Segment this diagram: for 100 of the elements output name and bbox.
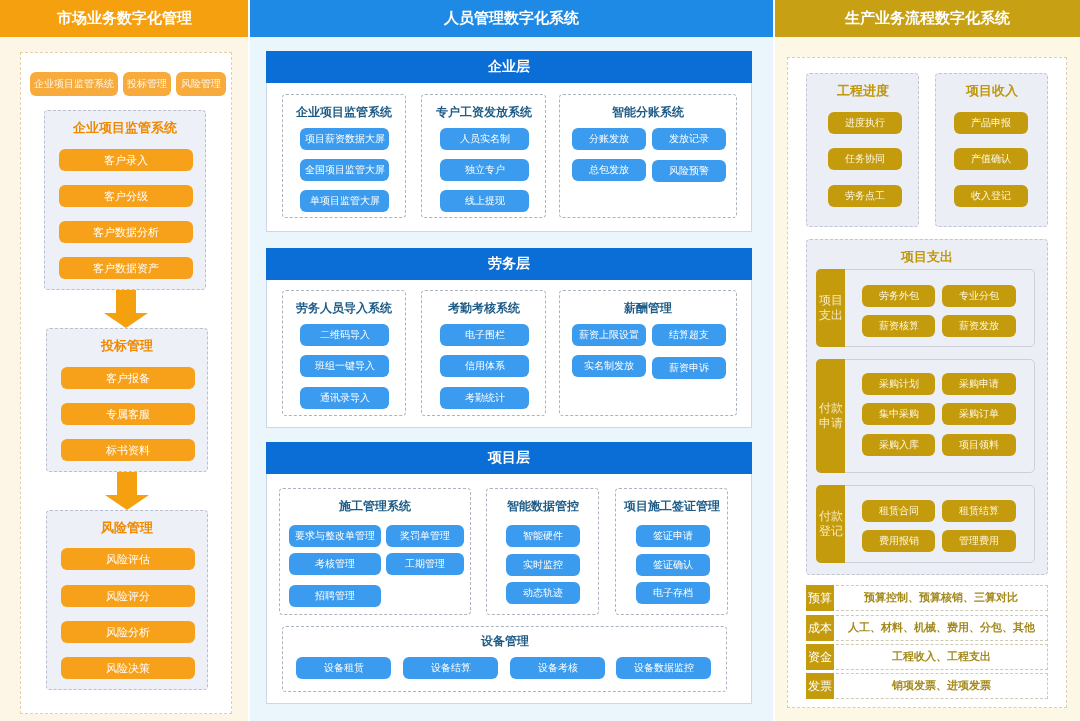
summary-row bbox=[806, 615, 1048, 641]
feature-tag: 通讯录导入 bbox=[300, 387, 389, 409]
feature-tag: 采购订单 bbox=[942, 403, 1016, 425]
subsystem-panel bbox=[486, 488, 599, 615]
feature-tag: 采购申请 bbox=[942, 373, 1016, 395]
group-title: 企业项目监管系统 bbox=[73, 119, 177, 137]
feature-tag: 产值确认 bbox=[954, 148, 1028, 170]
subsystem-panel bbox=[279, 488, 471, 615]
feature-tag: 风险预警 bbox=[652, 160, 726, 182]
row-label: 发票 bbox=[806, 673, 834, 699]
feature-tag: 集中采购 bbox=[862, 403, 935, 425]
group-title: 投标管理 bbox=[101, 337, 153, 355]
feature-tag: 结算超支 bbox=[652, 324, 726, 346]
feature-tag: 二维码导入 bbox=[300, 324, 389, 346]
feature-tag: 考勤统计 bbox=[440, 387, 529, 409]
category-tab: 风险管理 bbox=[176, 72, 226, 96]
feature-tag: 单项目监管大屏 bbox=[300, 190, 389, 212]
subsystem-panel bbox=[615, 488, 728, 615]
feature-tag: 分账发放 bbox=[572, 128, 646, 150]
feature-tag: 管理费用 bbox=[942, 530, 1016, 552]
subsystem-title: 专户工资发放系统 bbox=[435, 104, 532, 121]
feature-tag: 全国项目监管大屏 bbox=[300, 159, 389, 181]
layer-panel bbox=[266, 248, 752, 428]
row-label: 资金 bbox=[806, 644, 834, 670]
layer-header: 劳务层 bbox=[266, 248, 752, 280]
feature-tag: 签证申请 bbox=[636, 525, 710, 547]
column-panel bbox=[775, 0, 1080, 721]
feature-tag: 客户数据分析 bbox=[59, 221, 193, 243]
feature-tag: 智能硬件 bbox=[506, 525, 580, 547]
feature-tag: 实名制发放 bbox=[572, 355, 646, 377]
side-label: 付款登记 bbox=[816, 485, 845, 563]
group-title: 项目支出 bbox=[901, 248, 953, 266]
feature-tag: 人员实名制 bbox=[440, 128, 529, 150]
subgroup-panel bbox=[816, 359, 1035, 473]
summary-row bbox=[806, 585, 1048, 611]
group-title: 工程进度 bbox=[836, 82, 889, 100]
feature-tag: 租赁合同 bbox=[862, 500, 935, 522]
feature-tag: 工期管理 bbox=[386, 553, 464, 575]
feature-tag: 风险分析 bbox=[61, 621, 195, 643]
layer-panel bbox=[266, 51, 752, 232]
summary-row bbox=[806, 644, 1048, 670]
group-title: 风险管理 bbox=[101, 519, 153, 537]
feature-tag: 薪资上限设置 bbox=[572, 324, 646, 346]
subsystem-title: 项目施工签证管理 bbox=[623, 498, 720, 515]
feature-tag: 薪资核算 bbox=[862, 315, 935, 337]
feature-tag: 总包发放 bbox=[572, 159, 646, 181]
feature-tag: 风险决策 bbox=[61, 657, 195, 679]
block-arrow bbox=[105, 472, 149, 510]
group-panel bbox=[44, 110, 206, 290]
feature-tag: 租赁结算 bbox=[942, 500, 1016, 522]
feature-tag: 班组一键导入 bbox=[300, 355, 389, 377]
row-label: 预算 bbox=[806, 585, 834, 611]
feature-tag: 设备租赁 bbox=[296, 657, 391, 679]
feature-tag: 项目薪资数据大屏 bbox=[300, 128, 389, 150]
feature-tag: 劳务外包 bbox=[862, 285, 935, 307]
feature-tag: 客户分级 bbox=[59, 185, 193, 207]
feature-tag: 动态轨迹 bbox=[506, 582, 580, 604]
subsystem-panel bbox=[282, 290, 406, 416]
layer-header: 项目层 bbox=[266, 442, 752, 474]
subgroup-panel bbox=[816, 485, 1035, 563]
group-title: 项目收入 bbox=[965, 82, 1018, 100]
summary-row bbox=[806, 673, 1048, 699]
feature-tag: 客户数据资产 bbox=[59, 257, 193, 279]
feature-tag: 风险评估 bbox=[61, 548, 195, 570]
feature-tag: 收入登记 bbox=[954, 185, 1028, 207]
feature-tag: 信用体系 bbox=[440, 355, 529, 377]
subsystem-title: 劳务人员导入系统 bbox=[296, 300, 392, 317]
side-label: 项目支出 bbox=[816, 269, 845, 347]
feature-tag: 电子围栏 bbox=[440, 324, 529, 346]
layer-header: 企业层 bbox=[266, 51, 752, 83]
side-label: 付款申请 bbox=[816, 359, 845, 473]
feature-tag: 线上提现 bbox=[440, 190, 529, 212]
feature-tag: 招聘管理 bbox=[289, 585, 381, 607]
subsystem-title: 薪酬管理 bbox=[624, 300, 672, 317]
feature-tag: 进度执行 bbox=[828, 112, 902, 134]
column-panel bbox=[0, 0, 248, 721]
feature-tag: 发放记录 bbox=[652, 128, 726, 150]
feature-tag: 产品申报 bbox=[954, 112, 1028, 134]
row-text: 销项发票、进项发票 bbox=[891, 679, 991, 693]
subsystem-panel bbox=[421, 290, 546, 416]
feature-tag: 采购入库 bbox=[862, 434, 935, 456]
feature-tag: 客户报备 bbox=[61, 367, 195, 389]
subsystem-title: 施工管理系统 bbox=[339, 498, 411, 515]
row-text: 工程收入、工程支出 bbox=[891, 650, 991, 664]
subsystem-panel bbox=[559, 94, 737, 218]
feature-tag: 要求与整改单管理 bbox=[289, 525, 381, 547]
subsystem-panel bbox=[282, 94, 406, 218]
feature-tag: 专属客服 bbox=[61, 403, 195, 425]
feature-tag: 奖罚单管理 bbox=[386, 525, 464, 547]
feature-tag: 费用报销 bbox=[862, 530, 935, 552]
feature-tag: 电子存档 bbox=[636, 582, 710, 604]
feature-tag: 专业分包 bbox=[942, 285, 1016, 307]
row-text: 预算控制、预算核销、三算对比 bbox=[864, 591, 1018, 605]
feature-tag: 风险评分 bbox=[61, 585, 195, 607]
row-text: 人工、材料、机械、费用、分包、其他 bbox=[847, 621, 1035, 635]
row-label: 成本 bbox=[806, 615, 834, 641]
feature-tag: 任务协同 bbox=[828, 148, 902, 170]
feature-tag: 薪资申诉 bbox=[652, 357, 726, 379]
column-header: 生产业务流程数字化系统 bbox=[775, 0, 1080, 37]
subsystem-title: 智能数据管控 bbox=[506, 498, 579, 515]
